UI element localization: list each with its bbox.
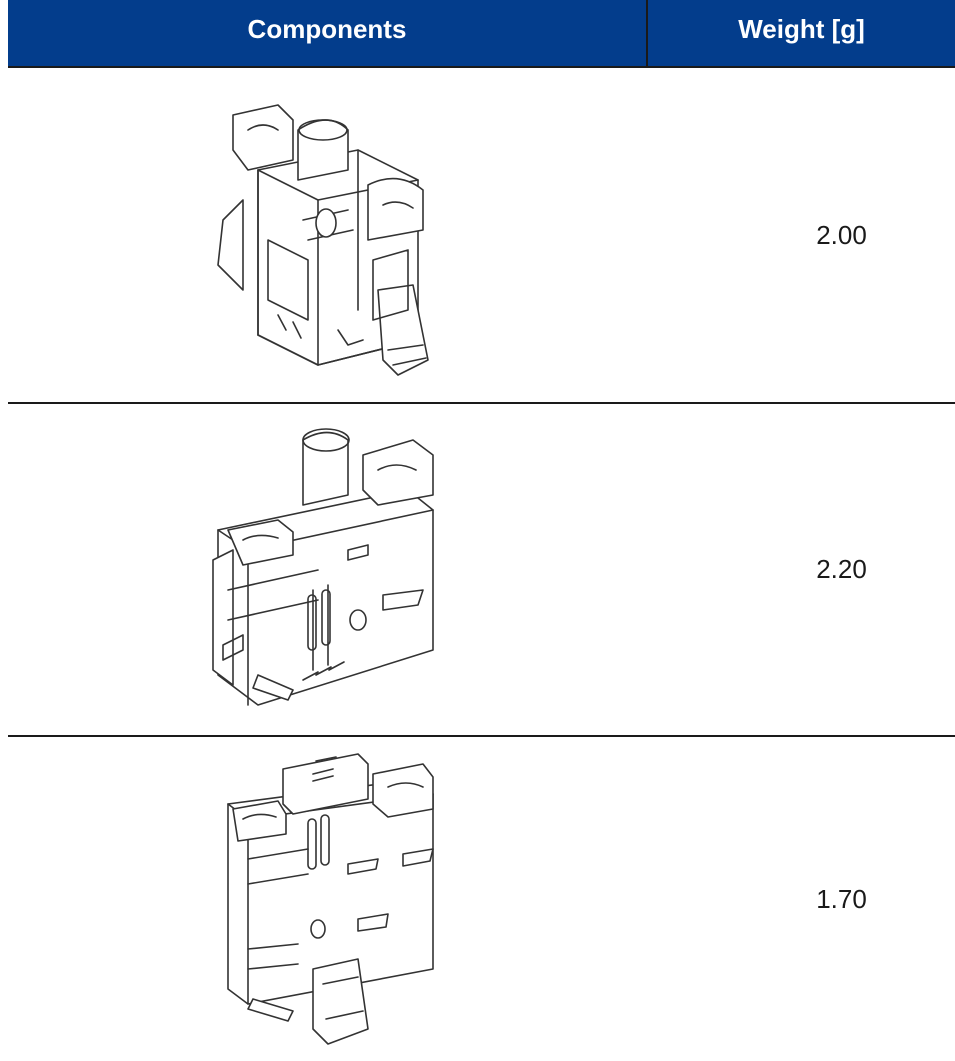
mounting-plate-icon: [227, 753, 434, 1045]
table-row: 2.20: [8, 404, 955, 737]
component-image-cell: [8, 68, 728, 402]
mounting-frame-icon: [212, 427, 434, 706]
table-row: 1.70: [8, 737, 955, 1061]
components-table: Components Weight [g]: [8, 0, 955, 1061]
weight-value: 2.00: [816, 219, 867, 250]
header-weight: Weight [g]: [738, 14, 865, 44]
weight-value: 1.70: [816, 883, 867, 914]
component-image-cell: [8, 737, 728, 1061]
component-image-cell: [8, 404, 728, 735]
header-components: Components: [8, 0, 648, 66]
weight-value: 2.20: [816, 554, 867, 584]
table-row: 2.00: [8, 68, 955, 404]
bracket-clip-icon: [217, 104, 429, 376]
table-header: Components Weight [g]: [8, 0, 955, 68]
